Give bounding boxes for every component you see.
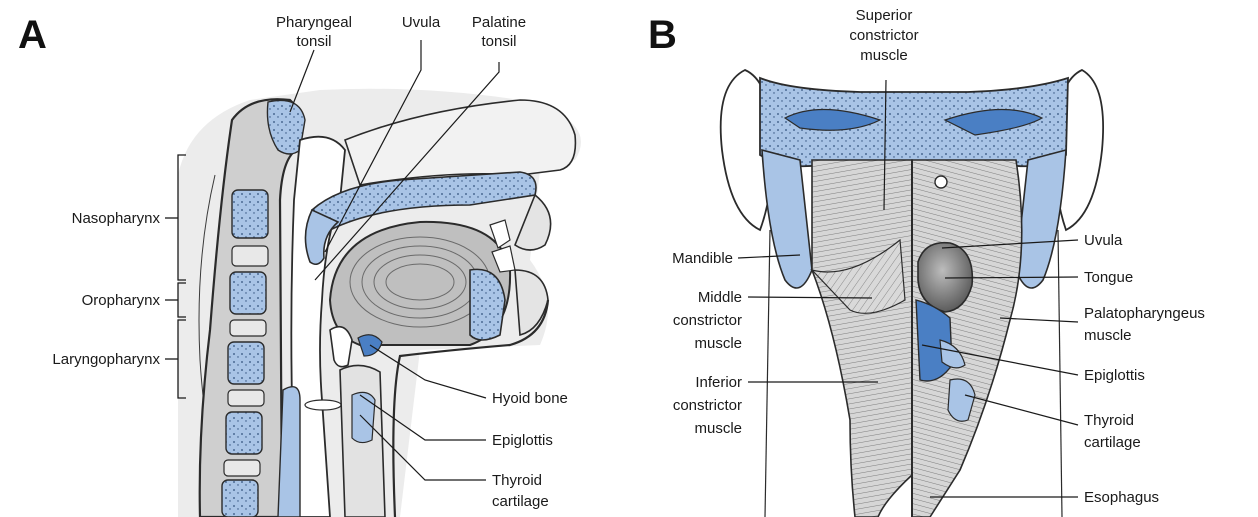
label-palatine-tonsil-1: Palatine: [472, 14, 526, 31]
label-thyroid-cartilage-a-1: Thyroid: [492, 472, 542, 489]
label-uvula-b: Uvula: [1084, 232, 1123, 249]
label-esophagus: Esophagus: [1084, 489, 1159, 506]
label-inferior-constrictor-1: Inferior: [695, 374, 742, 391]
label-palatopharyngeus-1: Palatopharyngeus: [1084, 305, 1205, 322]
panel-a-letter: A: [18, 13, 47, 57]
thyroid-cartilage-a: [352, 392, 375, 442]
label-uvula-a: Uvula: [402, 14, 441, 31]
label-mandible: Mandible: [672, 250, 733, 267]
label-palatopharyngeus-2: muscle: [1084, 327, 1132, 344]
label-pharyngeal-tonsil-1: Pharyngeal: [276, 14, 352, 31]
label-thyroid-cartilage-b-2: cartilage: [1084, 434, 1141, 451]
label-inferior-constrictor-3: muscle: [694, 420, 742, 437]
label-superior-constrictor-3: muscle: [860, 47, 908, 64]
label-pharyngeal-tonsil-2: tonsil: [296, 33, 331, 50]
label-epiglottis-a: Epiglottis: [492, 432, 553, 449]
label-superior-constrictor-1: Superior: [856, 7, 913, 24]
label-epiglottis-b: Epiglottis: [1084, 367, 1145, 384]
neck-line-right: [1058, 230, 1062, 517]
neck-line-left: [765, 230, 770, 517]
label-middle-constrictor-2: constrictor: [673, 312, 742, 329]
label-laryngopharynx: Laryngopharynx: [52, 351, 160, 368]
constrictor-left: [812, 160, 912, 517]
label-thyroid-cartilage-a-2: cartilage: [492, 493, 549, 510]
label-superior-constrictor-2: constrictor: [849, 27, 918, 44]
label-oropharynx: Oropharynx: [82, 292, 161, 309]
label-tongue: Tongue: [1084, 269, 1133, 286]
panel-a: A: [18, 13, 581, 517]
label-nasopharynx: Nasopharynx: [72, 210, 161, 227]
panel-b-letter: B: [648, 13, 677, 57]
label-inferior-constrictor-2: constrictor: [673, 397, 742, 414]
vocal-fold-a: [305, 400, 341, 410]
uvula-b: [935, 176, 947, 188]
label-thyroid-cartilage-b-1: Thyroid: [1084, 412, 1134, 429]
label-middle-constrictor-1: Middle: [698, 289, 742, 306]
label-middle-constrictor-3: muscle: [694, 335, 742, 352]
label-hyoid-bone: Hyoid bone: [492, 390, 568, 407]
panel-b: B: [648, 7, 1205, 517]
label-palatine-tonsil-2: tonsil: [481, 33, 516, 50]
